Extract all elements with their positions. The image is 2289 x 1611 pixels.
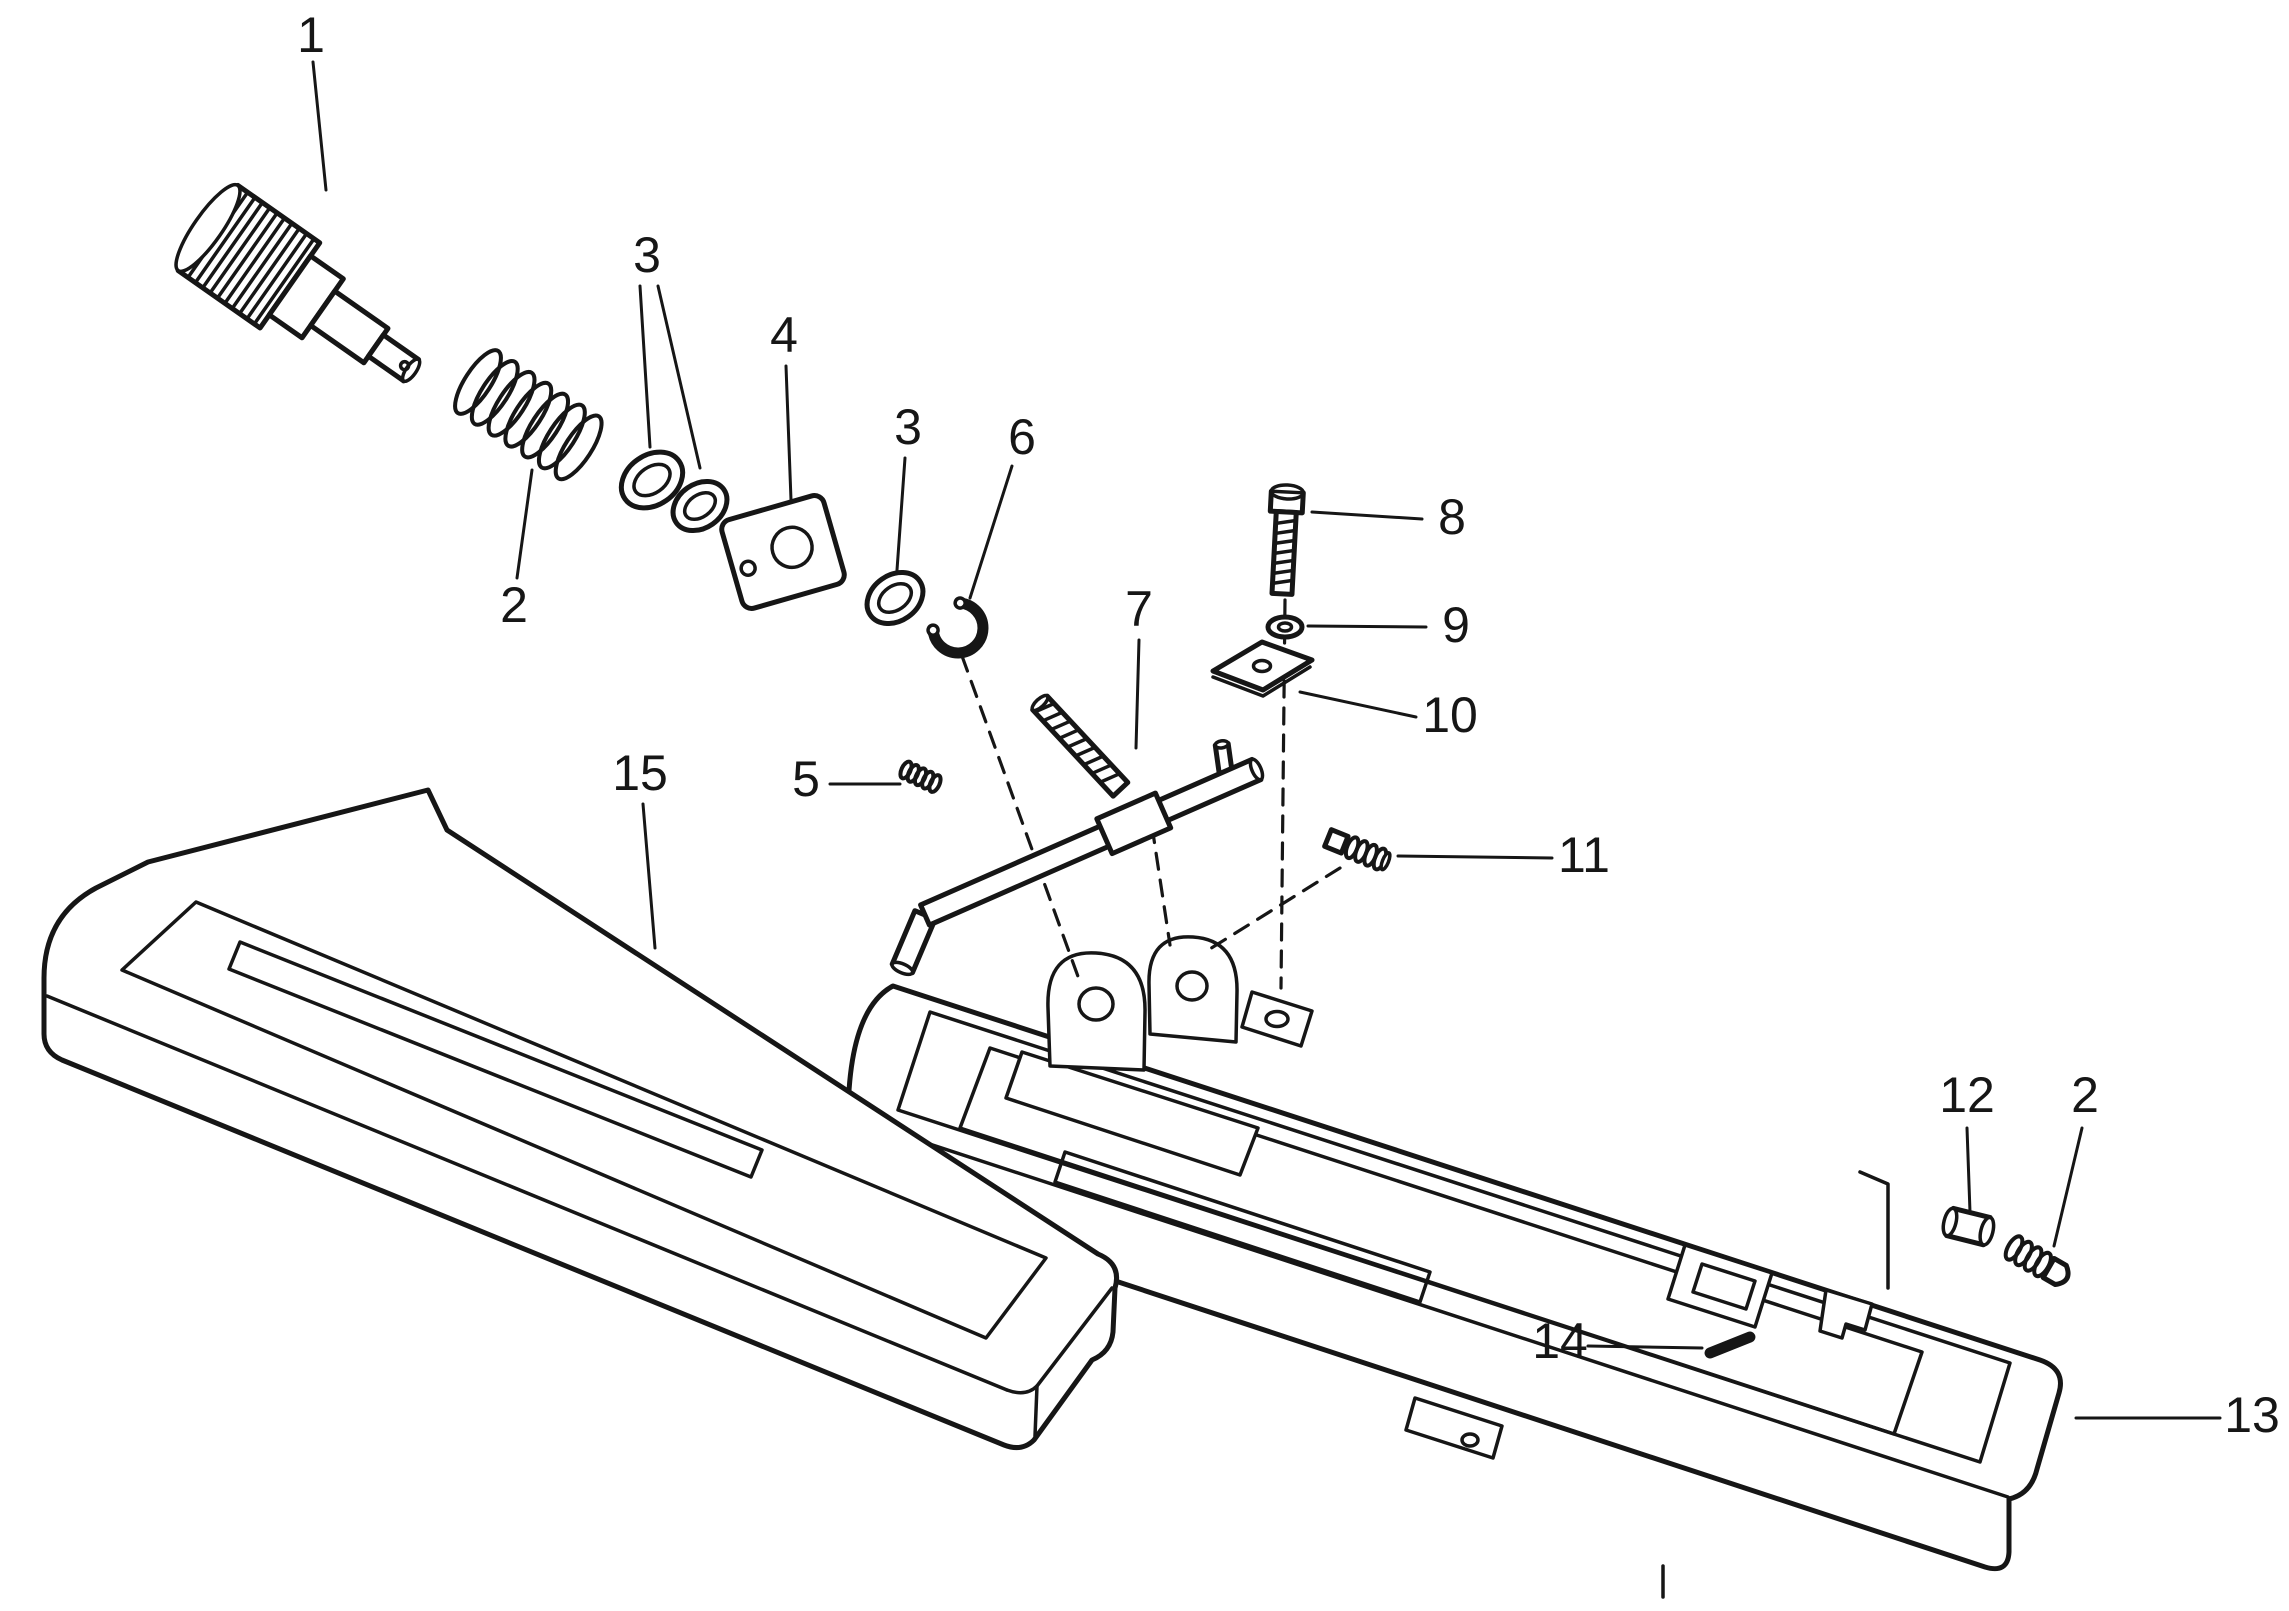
bent-wire (1858, 1170, 1890, 1290)
callout-8: 8 (1438, 489, 1466, 545)
callout-7: 7 (1125, 581, 1153, 637)
callout-14: 14 (1532, 1313, 1588, 1369)
part-latch-plate (1210, 639, 1315, 698)
part-plug-pin (1941, 1205, 1996, 1248)
cover-plate-rim (120, 900, 1048, 1340)
alignment-line-spring-screw (1203, 866, 1342, 954)
lever-screw (1030, 693, 1131, 799)
part-pin (1704, 1331, 1756, 1359)
base-plate-rim (896, 1010, 2012, 1464)
lever-shaft (918, 756, 1264, 928)
part-knob-plunger (174, 182, 422, 384)
callout-12: 12 (1939, 1067, 1995, 1123)
callout-2-lower: 2 (2071, 1067, 2099, 1123)
screw-boss (1240, 990, 1314, 1048)
leader-line-3b (895, 456, 907, 572)
alignment-line-lever (1146, 798, 1172, 947)
part-retaining-clip (926, 596, 989, 659)
base-plate-slot (1053, 1150, 1432, 1304)
part-base-plate (845, 935, 2063, 1599)
part-spring-upper (453, 348, 604, 482)
part-spring-lower (2003, 1234, 2071, 1288)
base-plate-near-edge (848, 1116, 2010, 1499)
callout-10: 10 (1422, 687, 1478, 743)
base-plate-recess (958, 1046, 1924, 1436)
callout-15: 15 (612, 745, 668, 801)
leader-line-7 (1134, 638, 1141, 750)
guide-block-bore (770, 525, 814, 570)
leader-line-2b (2052, 1126, 2084, 1248)
knob-end-face (174, 182, 242, 274)
leader-line-3a1 (638, 284, 652, 449)
hinge-lug-front (1046, 951, 1147, 1072)
cover-plate-slot (227, 940, 764, 1179)
cover-plate-near-edge (45, 994, 1009, 1392)
cover-plate-corner-edge (1033, 1384, 1039, 1438)
callout-3-lower: 3 (894, 399, 922, 455)
part-screw (1267, 483, 1306, 597)
screw-boss-hole (1264, 1009, 1290, 1029)
callout-11: 11 (1558, 827, 1610, 883)
callout-9: 9 (1442, 597, 1470, 653)
guide-block-pin-hole (739, 559, 757, 577)
part-small-washer (1265, 614, 1305, 640)
callout-5: 5 (792, 751, 820, 807)
base-plate-latch (1404, 1396, 1504, 1460)
leader-line-4 (784, 364, 793, 502)
part-washer-a (618, 449, 686, 511)
callout-6: 6 (1008, 409, 1036, 465)
corner-bracket (1818, 1288, 1874, 1340)
screw-slot (1272, 489, 1303, 495)
hinge-lug-front-hole (1077, 986, 1115, 1022)
leader-line-8 (1310, 510, 1424, 521)
callout-4: 4 (770, 307, 798, 363)
part-lever-assembly (889, 693, 1265, 977)
hinge-lug-rear (1147, 935, 1239, 1044)
leader-line-2a (515, 468, 534, 580)
leader-line-9 (1306, 624, 1428, 629)
leader-line-3a2 (656, 284, 702, 470)
part-spring-pin (898, 759, 943, 794)
plunger-tip-hole (398, 359, 411, 372)
part-washer-c (864, 569, 926, 627)
part-spring-screw (1322, 827, 1392, 872)
base-plate-pocket-inner (1691, 1262, 1757, 1311)
callout-1: 1 (297, 7, 325, 63)
leader-line-11 (1396, 854, 1554, 860)
screw-threads (1270, 518, 1298, 586)
part-guide-block (719, 493, 847, 611)
leader-line-1 (311, 60, 328, 192)
latch-plate-hole (1251, 658, 1273, 674)
leader-line-10 (1298, 690, 1418, 719)
alignment-line-clip (960, 654, 1082, 984)
lever-boss (1094, 790, 1174, 857)
callout-2-upper: 2 (500, 577, 528, 633)
latch-hole (1460, 1432, 1480, 1448)
callout-3-upper: 3 (633, 227, 661, 283)
leader-line-6 (968, 464, 1014, 600)
callout-13: 13 (2224, 1387, 2280, 1443)
part-cover-plate (41, 787, 1120, 1451)
leader-line-14 (1586, 1344, 1704, 1350)
leader-line-15 (641, 802, 657, 950)
leader-line-12 (1965, 1126, 1972, 1214)
hinge-lug-rear-hole (1175, 970, 1209, 1002)
hinge-pad (1004, 1050, 1260, 1177)
part-washer-b (670, 478, 730, 534)
